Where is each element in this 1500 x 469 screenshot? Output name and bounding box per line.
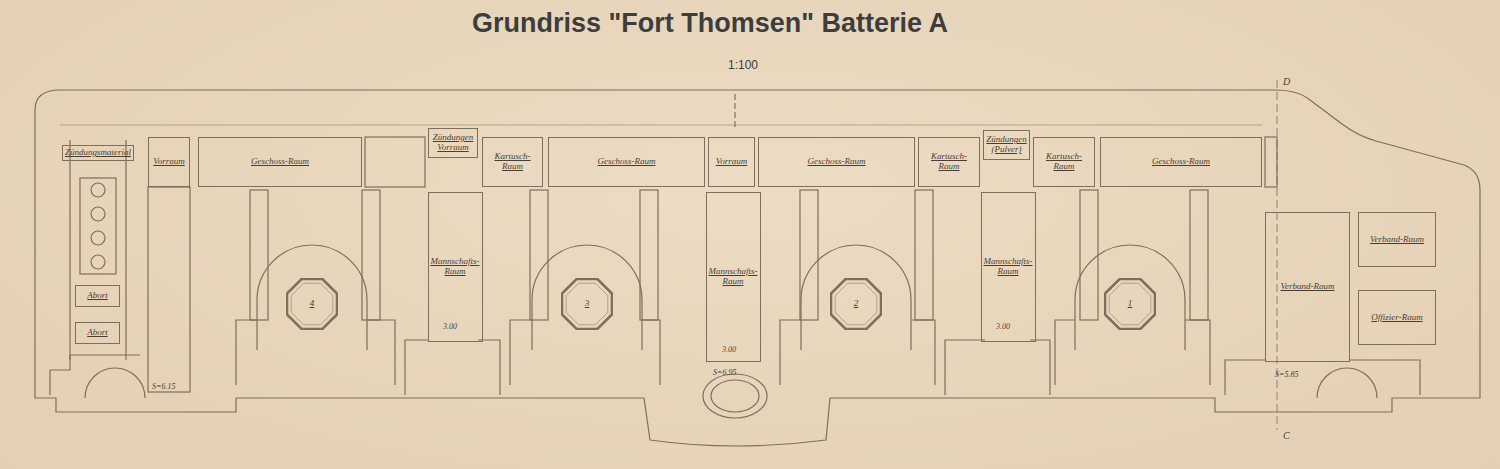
- room-label: Zündungen (Pulver): [986, 135, 1027, 155]
- dimension-label: S=6.95: [713, 368, 736, 377]
- room-label: Abort: [87, 328, 108, 338]
- room-label: Zündungsmaterial: [65, 148, 131, 158]
- front-parapet: [50, 340, 1420, 395]
- room: Vorraum: [708, 137, 755, 187]
- room: Geschoss-Raum: [758, 137, 915, 187]
- room-label: Mannschafts-Raum: [709, 267, 758, 287]
- axis-line: [734, 94, 735, 128]
- entrances: [85, 368, 1377, 418]
- wall: [1265, 137, 1277, 187]
- room-label: Mannschafts-Raum: [984, 257, 1033, 277]
- room-label: Verband-Raum: [1281, 282, 1335, 292]
- room-label: Geschoss-Raum: [1152, 157, 1210, 167]
- room: Vorraum: [148, 137, 190, 187]
- room: Abort: [75, 285, 120, 307]
- room: Verband-Raum: [1358, 212, 1436, 267]
- room: Mannschafts-Raum: [981, 192, 1036, 342]
- dimension-line: [60, 125, 1262, 126]
- room: Geschoss-Raum: [548, 137, 705, 187]
- room-label: Vorraum: [153, 157, 185, 167]
- room: Kartusch-Raum: [918, 137, 980, 187]
- dimension-label: D: [1282, 76, 1291, 87]
- corridor: [148, 187, 190, 392]
- room: Kartusch-Raum: [482, 137, 543, 187]
- room: Abort: [75, 322, 120, 344]
- room: Geschoss-Raum: [198, 137, 362, 187]
- gun-position: 2: [830, 278, 882, 330]
- room-label: Vorraum: [437, 143, 469, 153]
- dimension-label: C: [1282, 430, 1291, 441]
- room-label: Vorraum: [716, 157, 748, 167]
- wall: [69, 140, 70, 360]
- room: Geschoss-Raum: [1100, 137, 1262, 187]
- room: Mannschafts-Raum: [706, 192, 761, 362]
- room-label: 4: [310, 299, 315, 309]
- room: Zündungsmaterial: [62, 145, 134, 161]
- room-label: Zündungen: [433, 133, 474, 143]
- gun-position: 3: [561, 278, 613, 330]
- room-label: Geschoss-Raum: [251, 157, 309, 167]
- room: Zündungen (Pulver): [983, 130, 1030, 160]
- plan-title: Grundriss "Fort Thomsen" Batterie A: [0, 8, 1420, 39]
- dimension-label: S=5.85: [1275, 370, 1298, 379]
- room: [365, 137, 425, 187]
- scale-label: 1:100: [728, 58, 758, 72]
- room-label: Offizier-Raum: [1371, 313, 1422, 323]
- room-label: 1: [1128, 299, 1133, 309]
- room-label: Mannschafts-Raum: [431, 257, 480, 277]
- outer-outline: [35, 90, 1480, 446]
- room: ZündungenVorraum: [428, 128, 478, 158]
- room-label: Geschoss-Raum: [598, 157, 656, 167]
- room-label: Abort: [87, 291, 108, 301]
- room: Verband-Raum: [1265, 212, 1350, 362]
- room: Mannschafts-Raum: [428, 192, 483, 342]
- room-label: Kartusch-Raum: [485, 152, 540, 172]
- wall: [125, 140, 126, 360]
- room-label: 2: [854, 299, 859, 309]
- gun-position: 1: [1104, 278, 1156, 330]
- room-label: Kartusch-Raum: [921, 152, 977, 172]
- room-label: 3: [585, 299, 590, 309]
- stair-symbols: [80, 178, 116, 274]
- dimension-label: 3.00: [443, 322, 457, 331]
- room: Kartusch-Raum: [1033, 137, 1095, 187]
- dimension-label: S=6.15: [152, 382, 175, 391]
- pillars: [250, 190, 1208, 320]
- dimension-label: 3.00: [996, 322, 1010, 331]
- dimension-label: 3.00: [722, 345, 736, 354]
- room-label: Geschoss-Raum: [808, 157, 866, 167]
- room: Offizier-Raum: [1358, 290, 1436, 345]
- room-label: Kartusch-Raum: [1036, 152, 1092, 172]
- room-label: Verband-Raum: [1370, 235, 1424, 245]
- gun-emplacements: [236, 245, 1210, 385]
- gun-position: 4: [286, 278, 338, 330]
